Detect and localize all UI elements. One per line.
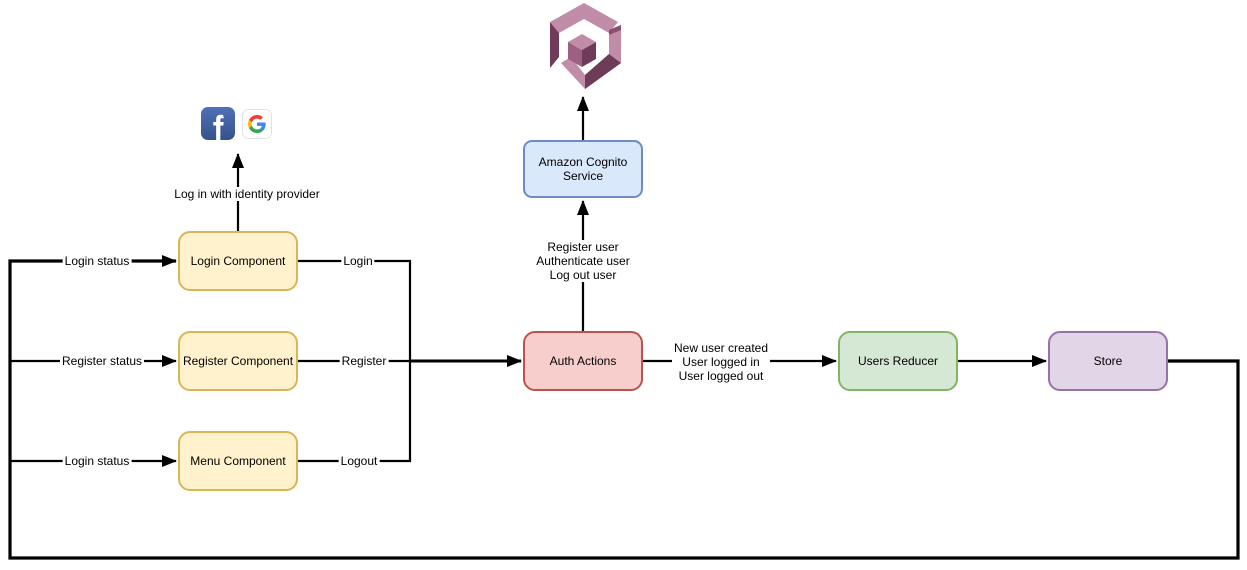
node-menu-component: Menu Component xyxy=(178,431,298,491)
google-icon xyxy=(242,109,272,139)
edge-label-line: Log out user xyxy=(549,268,617,282)
edge-label-register: Register xyxy=(339,354,389,368)
edge-label-login-status-top: Login status xyxy=(62,254,132,268)
edge-label-line: Register user xyxy=(547,240,619,254)
node-register-component: Register Component xyxy=(178,331,298,391)
edge-label-logout: Logout xyxy=(338,454,380,468)
node-label: Store xyxy=(1093,354,1123,368)
edge-label-login: Login xyxy=(341,254,375,268)
edge-label-line: User logged out xyxy=(678,369,764,383)
node-label: Amazon Cognito Service xyxy=(538,155,628,183)
node-users-reducer: Users Reducer xyxy=(838,331,958,391)
node-label: Register Component xyxy=(182,354,294,368)
node-login-component: Login Component xyxy=(178,231,298,291)
edge-label-identity-provider: Log in with identity provider xyxy=(172,187,322,201)
node-label: Menu Component xyxy=(190,454,286,468)
node-label: Login Component xyxy=(190,254,286,268)
edge-store-feedback-loop xyxy=(8,255,1240,560)
edge-label-auth-to-cognito: Register user Authenticate user Log out … xyxy=(534,240,632,282)
node-auth-actions: Auth Actions xyxy=(523,331,643,391)
edge-label-line: New user created xyxy=(673,341,769,355)
node-label: Auth Actions xyxy=(549,354,617,368)
edge-label-line: Authenticate user xyxy=(536,254,630,268)
edge-label-line: User logged in xyxy=(682,355,760,369)
aws-cognito-icon xyxy=(550,3,621,89)
edge-label-auth-to-reducer: New user created User logged in User log… xyxy=(671,341,771,383)
facebook-icon xyxy=(201,107,235,140)
edge-label-login-status-bottom: Login status xyxy=(62,454,132,468)
edge-label-register-status: Register status xyxy=(59,354,145,368)
node-amazon-cognito-service: Amazon Cognito Service xyxy=(523,140,643,198)
node-label: Users Reducer xyxy=(857,354,939,368)
node-store: Store xyxy=(1048,331,1168,391)
